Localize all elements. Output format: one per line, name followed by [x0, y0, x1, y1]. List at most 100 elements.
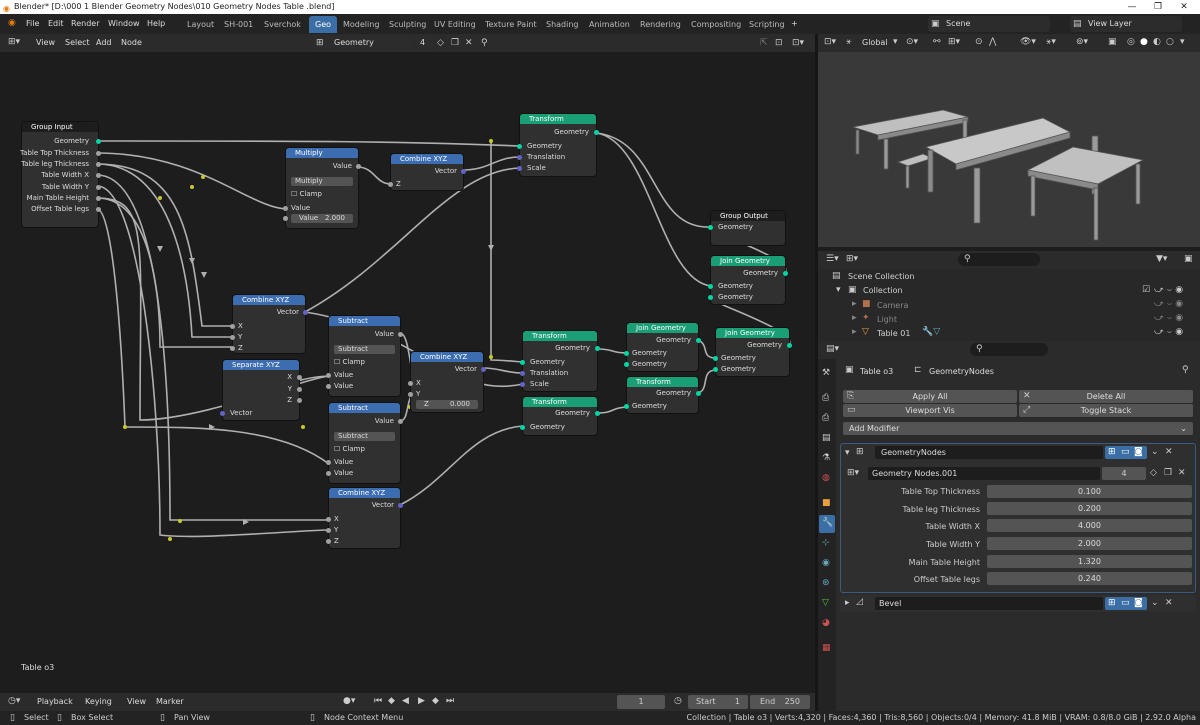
display-mode-icon[interactable]: ⊞▾	[846, 254, 859, 264]
socket[interactable]	[520, 360, 525, 365]
tab-texture-paint[interactable]: Texture Paint	[485, 20, 537, 29]
socket[interactable]	[96, 173, 101, 178]
socket[interactable]	[783, 271, 788, 276]
modifier-tab[interactable]: 🔧	[819, 515, 835, 533]
socket[interactable]	[398, 503, 403, 508]
fake-user-icon[interactable]: ◇	[1150, 468, 1157, 478]
node-join-geometry-1[interactable]: Join Geometry Geometry Geometry Geometry	[708, 256, 788, 304]
overlay-icon[interactable]: ⊡▾	[792, 38, 805, 48]
socket[interactable]	[297, 398, 302, 403]
rendered-shading-icon[interactable]: ○	[1166, 37, 1174, 47]
socket[interactable]	[624, 404, 629, 409]
expand-icon[interactable]: ▾	[836, 285, 841, 295]
node-transform-right[interactable]: Transform Geometry Geometry	[624, 377, 701, 413]
remove-modifier-icon[interactable]: ✕	[1165, 447, 1173, 457]
physics-icon[interactable]: ◉	[822, 558, 830, 568]
orientation-selector[interactable]: Global	[862, 38, 888, 47]
socket[interactable]	[297, 375, 302, 380]
socket[interactable]	[398, 332, 403, 337]
object-icon[interactable]: ■	[822, 498, 831, 508]
socket[interactable]	[594, 130, 599, 135]
node-combine-xyz-low[interactable]: Combine XYZ Vector X Y Z	[326, 488, 403, 548]
timeline-editor-icon[interactable]: ◷▾	[8, 696, 21, 706]
socket[interactable]	[595, 346, 600, 351]
tab-sculpting[interactable]: Sculpting	[389, 20, 427, 29]
node-tree-users[interactable]: 4	[416, 35, 432, 51]
node-menu-node[interactable]: Node	[121, 38, 142, 47]
modifier-menu-icon[interactable]: ⌄	[1151, 598, 1159, 608]
socket[interactable]	[517, 144, 522, 149]
node-menu-select[interactable]: Select	[65, 38, 90, 47]
add-modifier-button[interactable]: Add Modifier⌄	[843, 422, 1193, 435]
tab-compositing[interactable]: Compositing	[691, 20, 742, 29]
outliner-item-collection[interactable]: Collection	[863, 286, 903, 295]
operation-dropdown[interactable]: Subtract	[334, 345, 395, 354]
socket[interactable]	[520, 382, 525, 387]
socket[interactable]	[230, 346, 235, 351]
area-divider[interactable]	[815, 34, 818, 711]
timeline-menu-marker[interactable]: Marker	[156, 697, 184, 706]
viewport-editor-icon[interactable]: ⊡▾	[824, 37, 837, 47]
viewport-vis-button[interactable]: Viewport Vis	[843, 404, 1017, 417]
socket[interactable]	[520, 371, 525, 376]
data-icon[interactable]: ▽	[822, 598, 829, 608]
chevron-down-icon[interactable]: ▾	[893, 37, 898, 47]
input-value[interactable]: 2.000	[987, 537, 1192, 550]
socket[interactable]	[408, 392, 413, 397]
tab-animation[interactable]: Animation	[589, 20, 630, 29]
socket[interactable]	[96, 185, 101, 190]
remove-modifier-icon[interactable]: ✕	[1165, 598, 1173, 608]
socket[interactable]	[624, 362, 629, 367]
socket[interactable]	[713, 367, 718, 372]
menu-window[interactable]: Window	[108, 19, 140, 28]
node-transform-mid[interactable]: Transform Geometry Geometry Translation …	[520, 331, 600, 391]
socket[interactable]	[230, 324, 235, 329]
socket[interactable]	[326, 528, 331, 533]
tab-modeling[interactable]: Modeling	[343, 20, 380, 29]
socket[interactable]	[230, 335, 235, 340]
shading-options-icon[interactable]: ▾	[1180, 37, 1185, 47]
input-value[interactable]: 1.320	[987, 555, 1192, 568]
particles-icon[interactable]: ⊹	[822, 538, 830, 548]
socket[interactable]	[96, 151, 101, 156]
menu-help[interactable]: Help	[147, 19, 166, 28]
clamp-checkbox[interactable]: ☐ Clamp	[334, 445, 365, 453]
snap-target-icon[interactable]: ⊞▾	[948, 37, 961, 47]
tab-uv-editing[interactable]: UV Editing	[434, 20, 476, 29]
tab-geo[interactable]: Geo	[309, 16, 338, 33]
material-icon[interactable]: ◕	[822, 618, 830, 628]
duplicate-icon[interactable]: ❐	[451, 38, 460, 48]
clock-icon[interactable]: ◷	[674, 696, 682, 706]
modifier-menu-icon[interactable]: ⌄	[1151, 447, 1159, 457]
operation-dropdown[interactable]: Subtract	[334, 432, 395, 441]
socket[interactable]	[517, 166, 522, 171]
socket[interactable]	[517, 155, 522, 160]
close-icon[interactable]: ✕	[1180, 2, 1188, 12]
clamp-checkbox[interactable]: ☐ Clamp	[334, 358, 365, 366]
clamp-checkbox[interactable]: ☐ Clamp	[291, 190, 322, 198]
collapse-icon[interactable]: ▾	[845, 448, 850, 458]
pivot-icon[interactable]: ⊙▾	[906, 37, 919, 47]
next-keyframe-icon[interactable]: ◆	[432, 696, 439, 706]
node-subtract-1[interactable]: Subtract Value Subtract ☐ Clamp Value Va…	[326, 316, 403, 396]
viewport-toggle-icon[interactable]: ▭	[1121, 598, 1130, 608]
socket[interactable]	[326, 471, 331, 476]
visibility-icon[interactable]: 👁▾	[1020, 37, 1036, 47]
record-icon[interactable]: ●▾	[343, 696, 356, 706]
node-join-geometry-2[interactable]: Join Geometry Geometry Geometry Geometry	[624, 323, 701, 371]
collapsed-icon[interactable]: ▸	[852, 327, 857, 337]
socket[interactable]	[713, 356, 718, 361]
view-layer-icon[interactable]: ▤	[822, 433, 831, 443]
overlay-icon[interactable]: ⊚▾	[1076, 37, 1089, 47]
unlink-icon[interactable]: ✕	[465, 38, 473, 48]
socket[interactable]	[624, 351, 629, 356]
properties-editor-icon[interactable]: ▤▾	[826, 344, 840, 354]
timeline-menu-playback[interactable]: Playback	[37, 697, 73, 706]
socket[interactable]	[356, 164, 361, 169]
constraints-icon[interactable]: ⊛	[822, 578, 830, 588]
view-layer-selector[interactable]: View Layer	[1070, 16, 1182, 32]
input-value[interactable]: 0.240	[987, 572, 1192, 585]
